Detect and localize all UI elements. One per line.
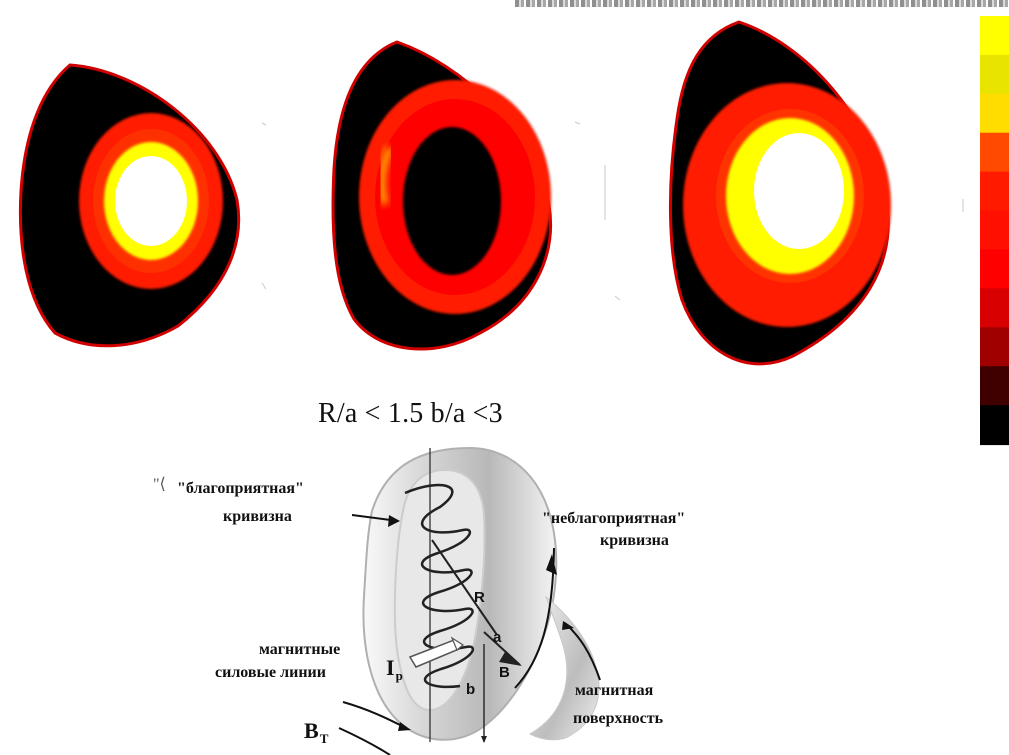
favorable-curvature-label-2: кривизна xyxy=(223,508,292,526)
surface-label-1: магнитная xyxy=(575,682,653,700)
a-label: a xyxy=(493,629,501,646)
BT-main: B xyxy=(304,718,319,743)
curvature-marker: "⟨ xyxy=(153,474,166,494)
Ip-subscript: p xyxy=(396,668,403,683)
aspect-ratio-formula: R/a < 1.5 b/a <3 xyxy=(318,398,503,430)
R-label: R xyxy=(474,589,485,606)
unfavorable-curvature-label-1: "неблагоприятная" xyxy=(542,510,685,528)
surface-label-2: поверхность xyxy=(573,710,663,728)
field-lines-label-2: силовые линии xyxy=(215,664,326,682)
Ip-main: I xyxy=(386,655,395,680)
favorable-curvature-label-1: "благоприятная" xyxy=(177,480,304,498)
BT-subscript: T xyxy=(320,731,329,746)
b-label: b xyxy=(466,681,475,698)
b-vector-arrowhead xyxy=(481,736,487,743)
BT-label: BT xyxy=(304,718,328,747)
field-lines-label-1: магнитные xyxy=(259,641,340,659)
B-label: B xyxy=(499,664,510,681)
BT-arrow xyxy=(339,728,390,755)
unfavorable-curvature-label-2: кривизна xyxy=(600,532,669,550)
Ip-label: Ip xyxy=(386,655,403,684)
